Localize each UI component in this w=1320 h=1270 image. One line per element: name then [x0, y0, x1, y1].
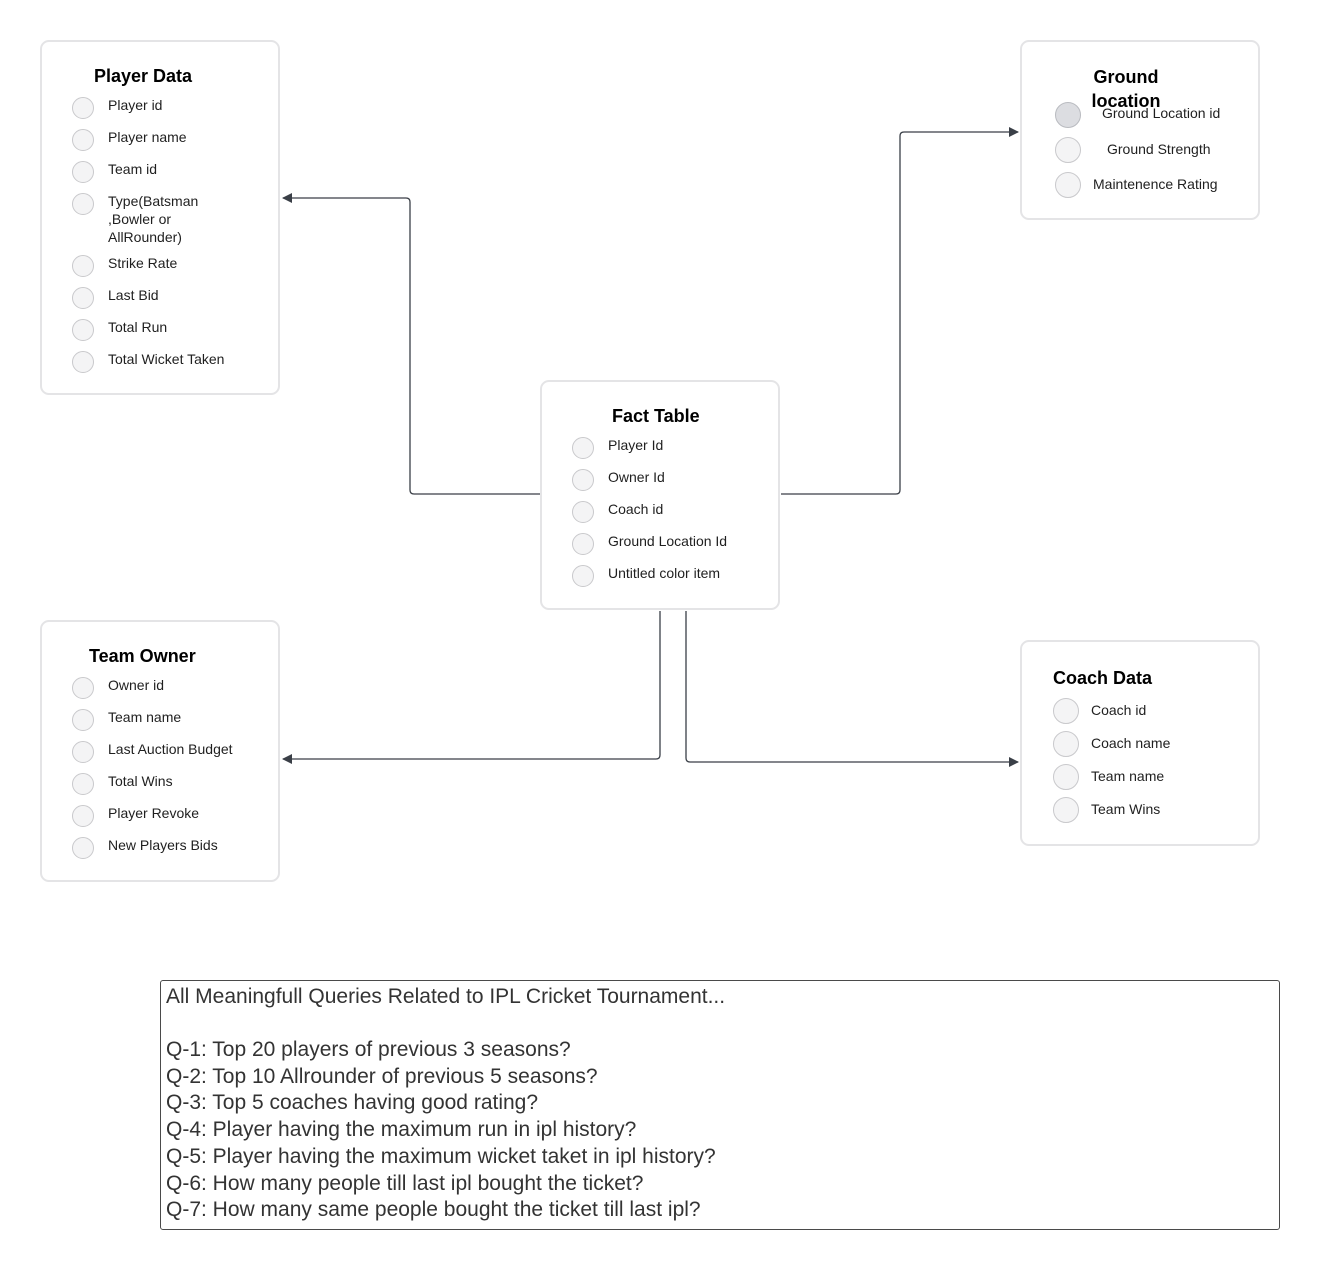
field-label: Team name	[1091, 768, 1165, 784]
queries-heading: All Meaningfull Queries Related to IPL C…	[166, 985, 726, 1008]
query-item: Q-7: How many same people bought the tic…	[166, 1198, 701, 1222]
field-dot	[1055, 137, 1081, 163]
field-dot	[572, 565, 594, 587]
field-dot	[1053, 797, 1079, 823]
field-label: Maintenence Rating	[1093, 176, 1218, 192]
team-owner-card[interactable]: Team Owner Owner id Team name Last Aucti…	[40, 620, 280, 882]
field-dot	[72, 319, 94, 341]
field-label: Player Id	[608, 437, 664, 453]
field-label: Total Wins	[108, 773, 173, 789]
field-label: New Players Bids	[108, 837, 218, 853]
field-label: Team Wins	[1091, 801, 1161, 817]
query-item: Q-4: Player having the maximum run in ip…	[166, 1118, 637, 1142]
player-data-title: Player Data	[94, 66, 193, 86]
query-item: Q-5: Player having the maximum wicket ta…	[166, 1144, 716, 1168]
field-label: Total Wicket Taken	[108, 351, 225, 367]
field-label: Team name	[108, 709, 182, 725]
field-dot	[72, 773, 94, 795]
field-label: Owner id	[108, 677, 165, 693]
field-dot	[72, 287, 94, 309]
field-dot	[572, 501, 594, 523]
field-dot	[72, 161, 94, 183]
field-label: Untitled color item	[608, 565, 721, 581]
field-dot	[72, 129, 94, 151]
field-label: Player id	[108, 97, 163, 113]
field-label: Coach name	[1091, 735, 1171, 751]
field-dot	[1053, 764, 1079, 790]
field-label: Coach id	[1091, 702, 1147, 718]
field-dot	[72, 837, 94, 859]
field-label: Owner Id	[608, 469, 665, 485]
field-label: Total Run	[108, 319, 168, 335]
field-label: Last Auction Budget	[108, 741, 233, 757]
query-item: Q-2: Top 10 Allrounder of previous 5 sea…	[166, 1064, 598, 1088]
field-label: Strike Rate	[108, 255, 178, 271]
field-dot	[72, 351, 94, 373]
connector-fact-to-coach	[685, 611, 1019, 767]
field-dot	[1055, 172, 1081, 198]
field-dot	[1053, 731, 1079, 757]
field-label: Type(Batsman ,Bowler or AllRounder)	[108, 193, 199, 245]
ground-location-card[interactable]: Ground location Ground Location id Groun…	[1020, 40, 1260, 220]
field-label: Player name	[108, 129, 187, 145]
fact-table-title: Fact Table	[612, 406, 700, 426]
ground-location-title: Ground location	[1091, 67, 1161, 111]
query-item: Q-3: Top 5 coaches having good rating?	[166, 1091, 539, 1115]
field-label: Player Revoke	[108, 805, 200, 821]
coach-data-title: Coach Data	[1053, 668, 1153, 688]
field-dot	[572, 437, 594, 459]
player-data-card[interactable]: Player Data Player id Player name Team i…	[40, 40, 280, 395]
query-item: Q-6: How many people till last ipl bough…	[166, 1171, 644, 1195]
field-dot	[72, 97, 94, 119]
field-label: Ground Location id	[1102, 105, 1221, 121]
field-dot	[72, 805, 94, 827]
field-label: Ground Location Id	[608, 533, 728, 549]
fact-table-card[interactable]: Fact Table Player Id Owner Id Coach id G…	[540, 380, 780, 610]
connector-fact-to-player	[282, 193, 540, 495]
field-label: Ground Strength	[1107, 141, 1211, 157]
field-label: Coach id	[608, 501, 664, 517]
field-dot	[72, 193, 94, 215]
field-label: Last Bid	[108, 287, 159, 303]
field-dot	[572, 533, 594, 555]
field-dot	[1053, 698, 1079, 724]
field-dot	[1055, 102, 1081, 128]
field-label: Team id	[108, 161, 158, 177]
team-owner-title: Team Owner	[89, 646, 196, 666]
query-item: Q-1: Top 20 players of previous 3 season…	[166, 1038, 571, 1061]
field-dot	[72, 709, 94, 731]
field-dot	[72, 677, 94, 699]
field-dot	[72, 741, 94, 763]
field-dot	[72, 255, 94, 277]
connector-fact-to-ground	[781, 127, 1019, 495]
field-dot	[572, 469, 594, 491]
connector-fact-to-owner	[282, 611, 661, 764]
queries-note[interactable]: All Meaningfull Queries Related to IPL C…	[160, 980, 1280, 1230]
coach-data-card[interactable]: Coach Data Coach id Coach name Team name…	[1020, 640, 1260, 846]
